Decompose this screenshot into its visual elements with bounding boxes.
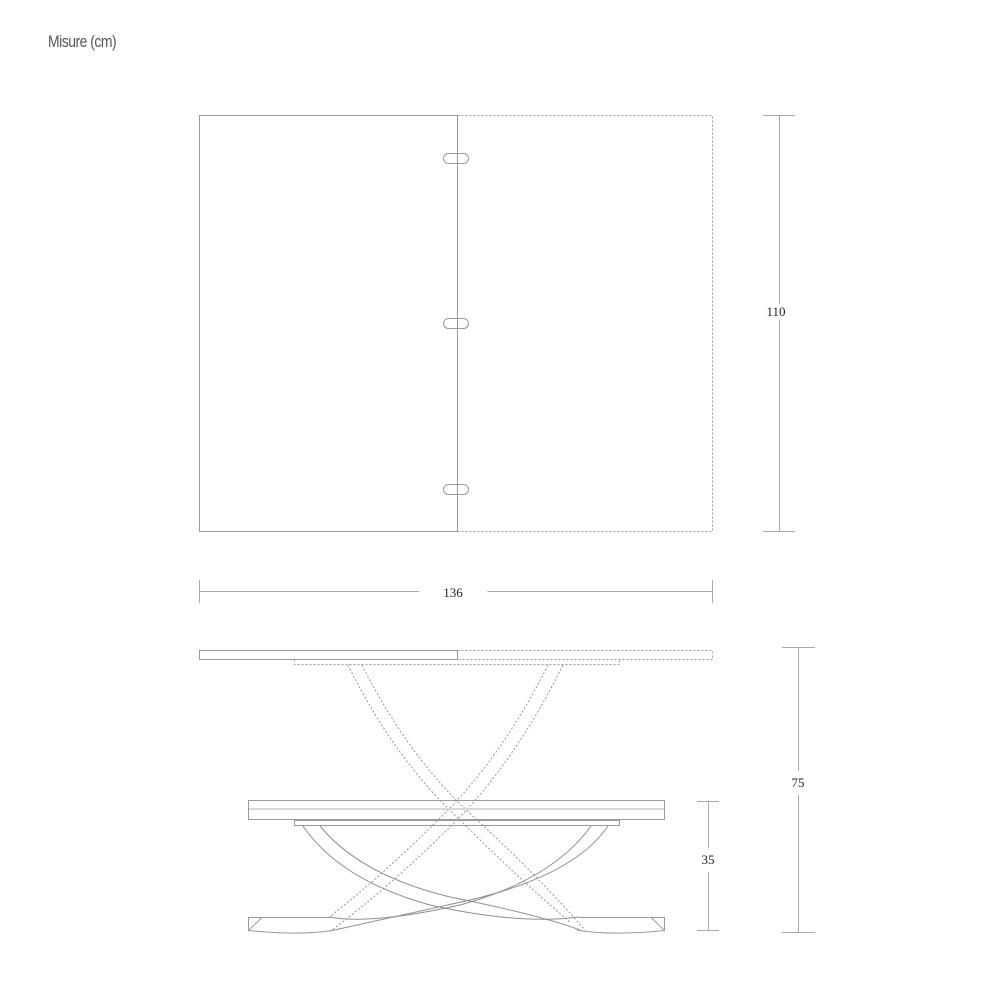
- raised-top-extension: [457, 650, 713, 660]
- raised-top-fixed: [199, 650, 458, 660]
- top-view: [199, 115, 713, 532]
- dimension-depth: [763, 115, 795, 532]
- lowered-legs: [302, 825, 609, 932]
- slot-icons: [443, 153, 469, 495]
- feet: [248, 917, 665, 934]
- slot-top: [443, 153, 469, 164]
- side-view: [199, 650, 713, 934]
- page-title: Misure (cm): [48, 32, 117, 51]
- dimension-label-width: 136: [419, 585, 487, 601]
- dimension-label-depth: 110: [763, 304, 789, 320]
- table-top-fixed: [199, 115, 458, 532]
- raised-legs: [327, 664, 586, 931]
- dimension-label-height-low: 35: [698, 848, 718, 872]
- lowered-apron: [294, 820, 620, 826]
- slot-middle: [443, 318, 469, 329]
- raised-apron: [294, 659, 620, 665]
- slot-bottom: [443, 484, 469, 495]
- table-top-extension: [457, 115, 713, 532]
- dimension-label-height-high: 75: [788, 771, 808, 795]
- lowered-top: [248, 800, 665, 820]
